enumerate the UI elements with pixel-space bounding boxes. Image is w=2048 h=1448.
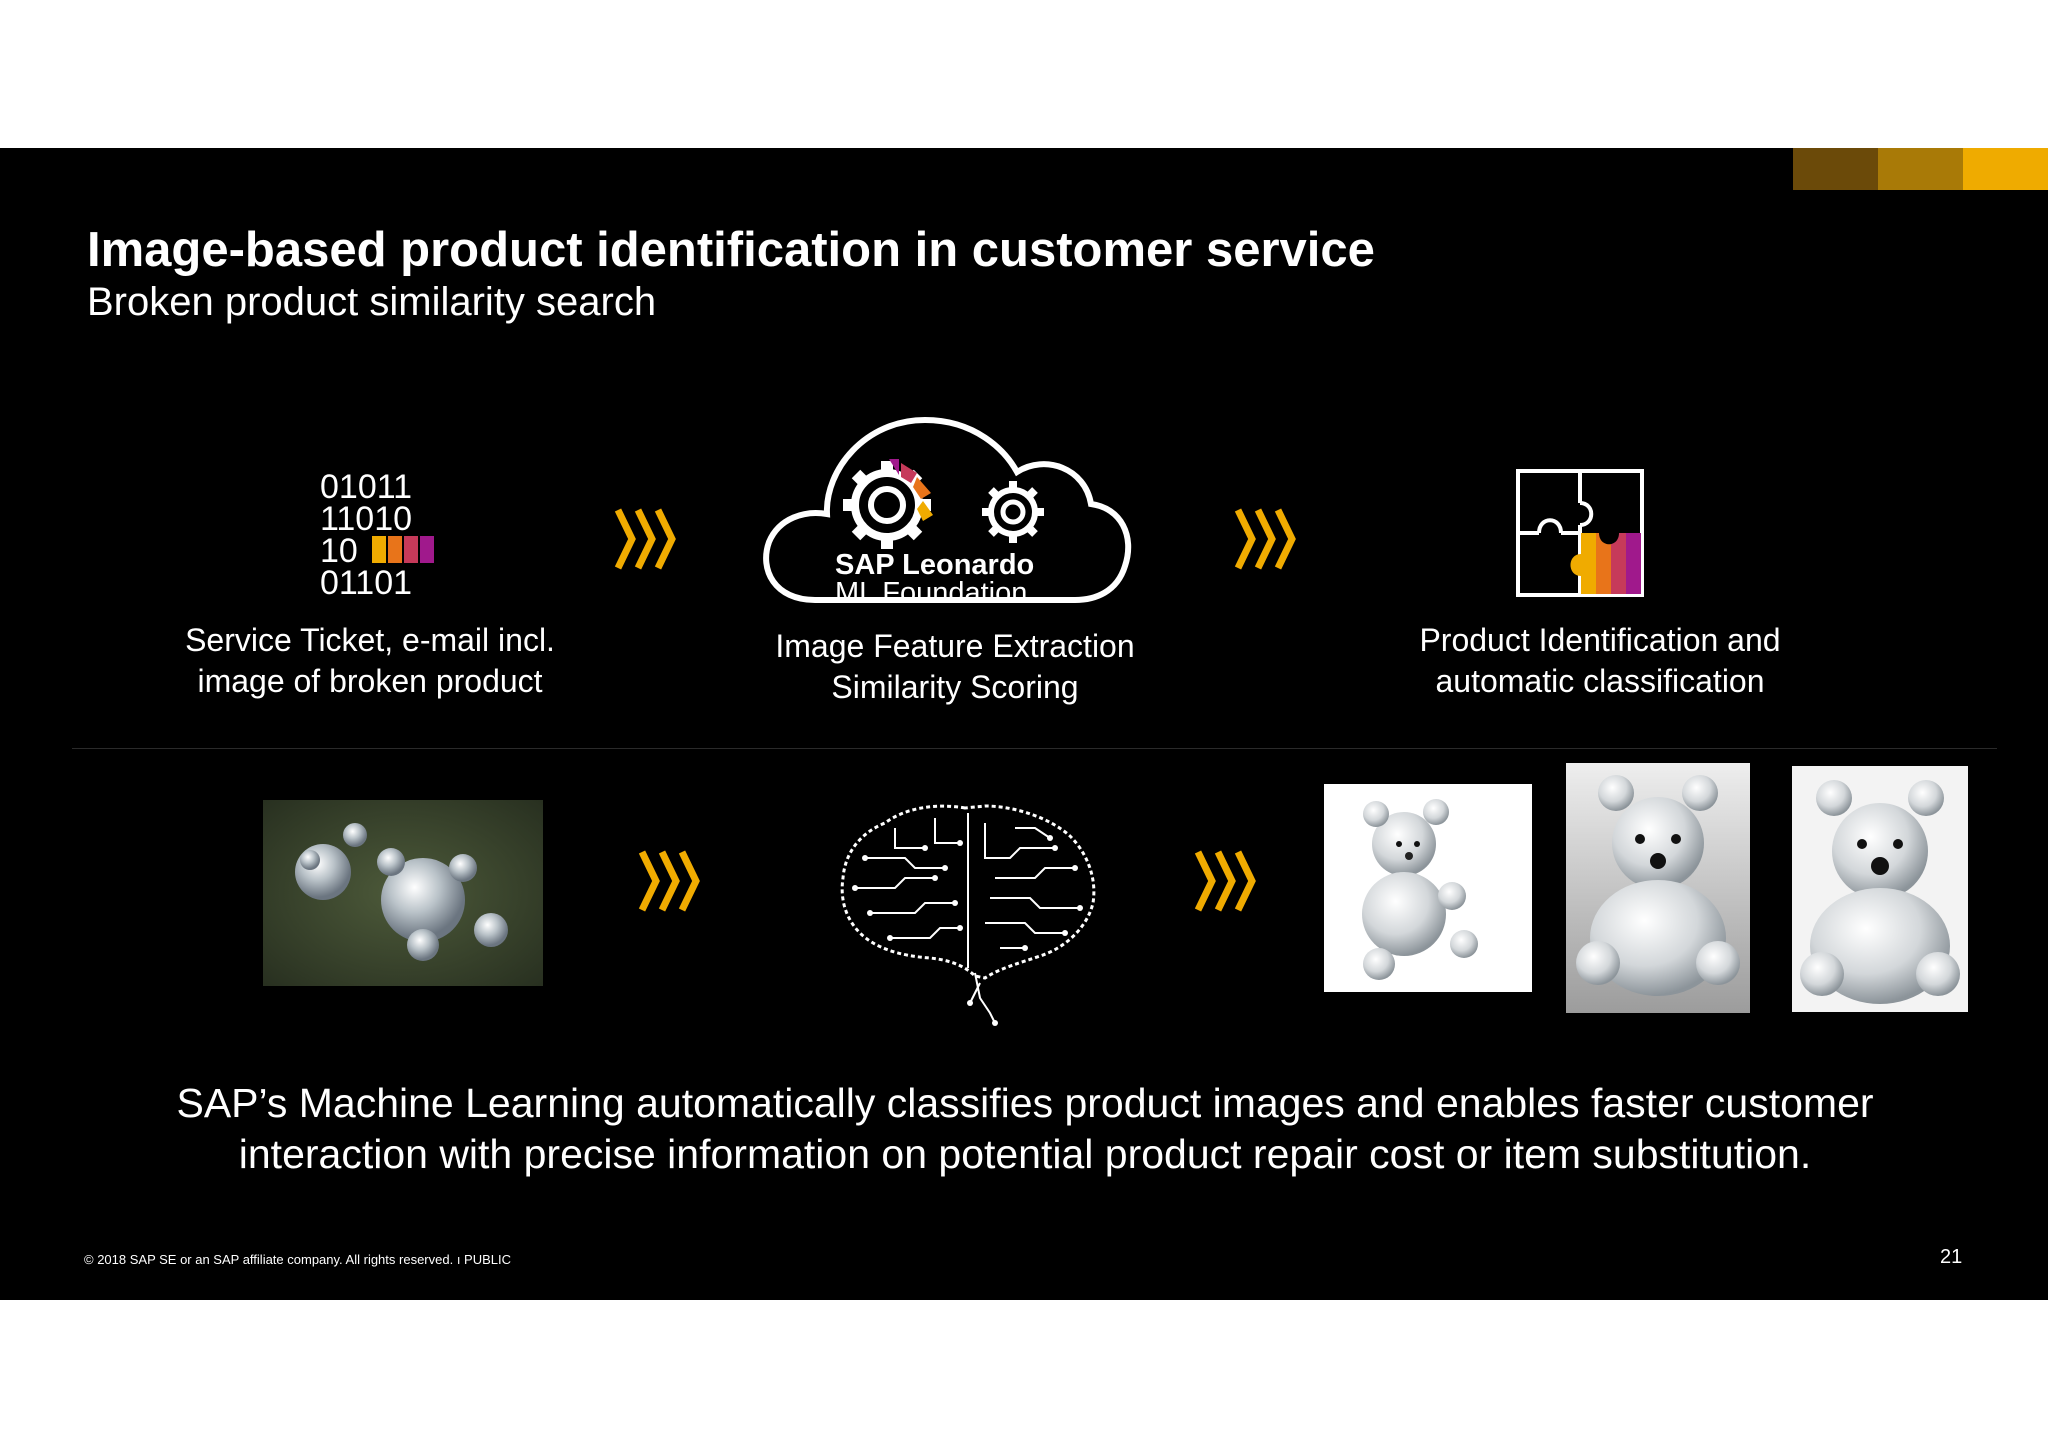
step-3-caption-line1: Product Identification and — [1419, 622, 1781, 658]
step-3-caption-line2: automatic classification — [1435, 663, 1765, 699]
cloud-gears-icon: SAP Leonardo ML Foundation — [763, 416, 1132, 608]
match-product-photo — [1566, 763, 1750, 1013]
accent-bar-mid — [1878, 148, 1963, 190]
step-3-caption: Product Identification and automatic cla… — [1370, 620, 1830, 702]
footer-copyright: © 2018 SAP SE or an SAP affiliate compan… — [84, 1252, 512, 1267]
slide-title: Image-based product identification in cu… — [87, 223, 1375, 277]
step-2-caption-line2: Similarity Scoring — [831, 669, 1079, 705]
binary-row-2: 11010 — [320, 500, 412, 538]
summary-line-2: interaction with precise information on … — [238, 1131, 1812, 1177]
step-2-caption-line1: Image Feature Extraction — [775, 628, 1135, 664]
accent-bar-gold — [1963, 148, 2048, 190]
match-product-photo — [1792, 766, 1968, 1012]
slide-subtitle: Broken product similarity search — [87, 280, 657, 324]
step-1-caption: Service Ticket, e-mail incl. image of br… — [140, 620, 600, 702]
chevron-arrow-icon — [614, 508, 676, 570]
chevron-arrow-icon — [638, 850, 700, 912]
chevron-arrow-icon — [1234, 508, 1296, 570]
binary-data-icon: 01011 11010 10 01101 — [320, 468, 434, 598]
accent-bar-dark — [1793, 148, 1878, 190]
cloud-brand-label: SAP Leonardo — [835, 549, 1034, 581]
binary-row-1: 01011 — [320, 468, 412, 506]
summary-line-1: SAP’s Machine Learning automatically cla… — [176, 1080, 1874, 1126]
binary-row-3: 10 — [320, 532, 358, 570]
broken-product-photo — [263, 800, 543, 986]
slide: Image-based product identification in cu… — [0, 148, 2048, 1300]
cloud-product-label: ML Foundation — [835, 577, 1027, 608]
chevron-arrow-icon — [1194, 850, 1256, 912]
summary-text: SAP’s Machine Learning automatically cla… — [130, 1078, 1920, 1180]
puzzle-icon — [1516, 469, 1644, 597]
binary-row-4: 01101 — [320, 564, 412, 598]
match-product-photo — [1324, 784, 1532, 992]
page-number: 21 — [1940, 1246, 1963, 1268]
section-divider — [72, 748, 1997, 749]
circuit-brain-icon — [840, 804, 1096, 1026]
step-1-caption-line2: image of broken product — [197, 663, 543, 699]
step-1-caption-line1: Service Ticket, e-mail incl. — [185, 622, 555, 658]
step-2-caption: Image Feature Extraction Similarity Scor… — [730, 626, 1180, 708]
